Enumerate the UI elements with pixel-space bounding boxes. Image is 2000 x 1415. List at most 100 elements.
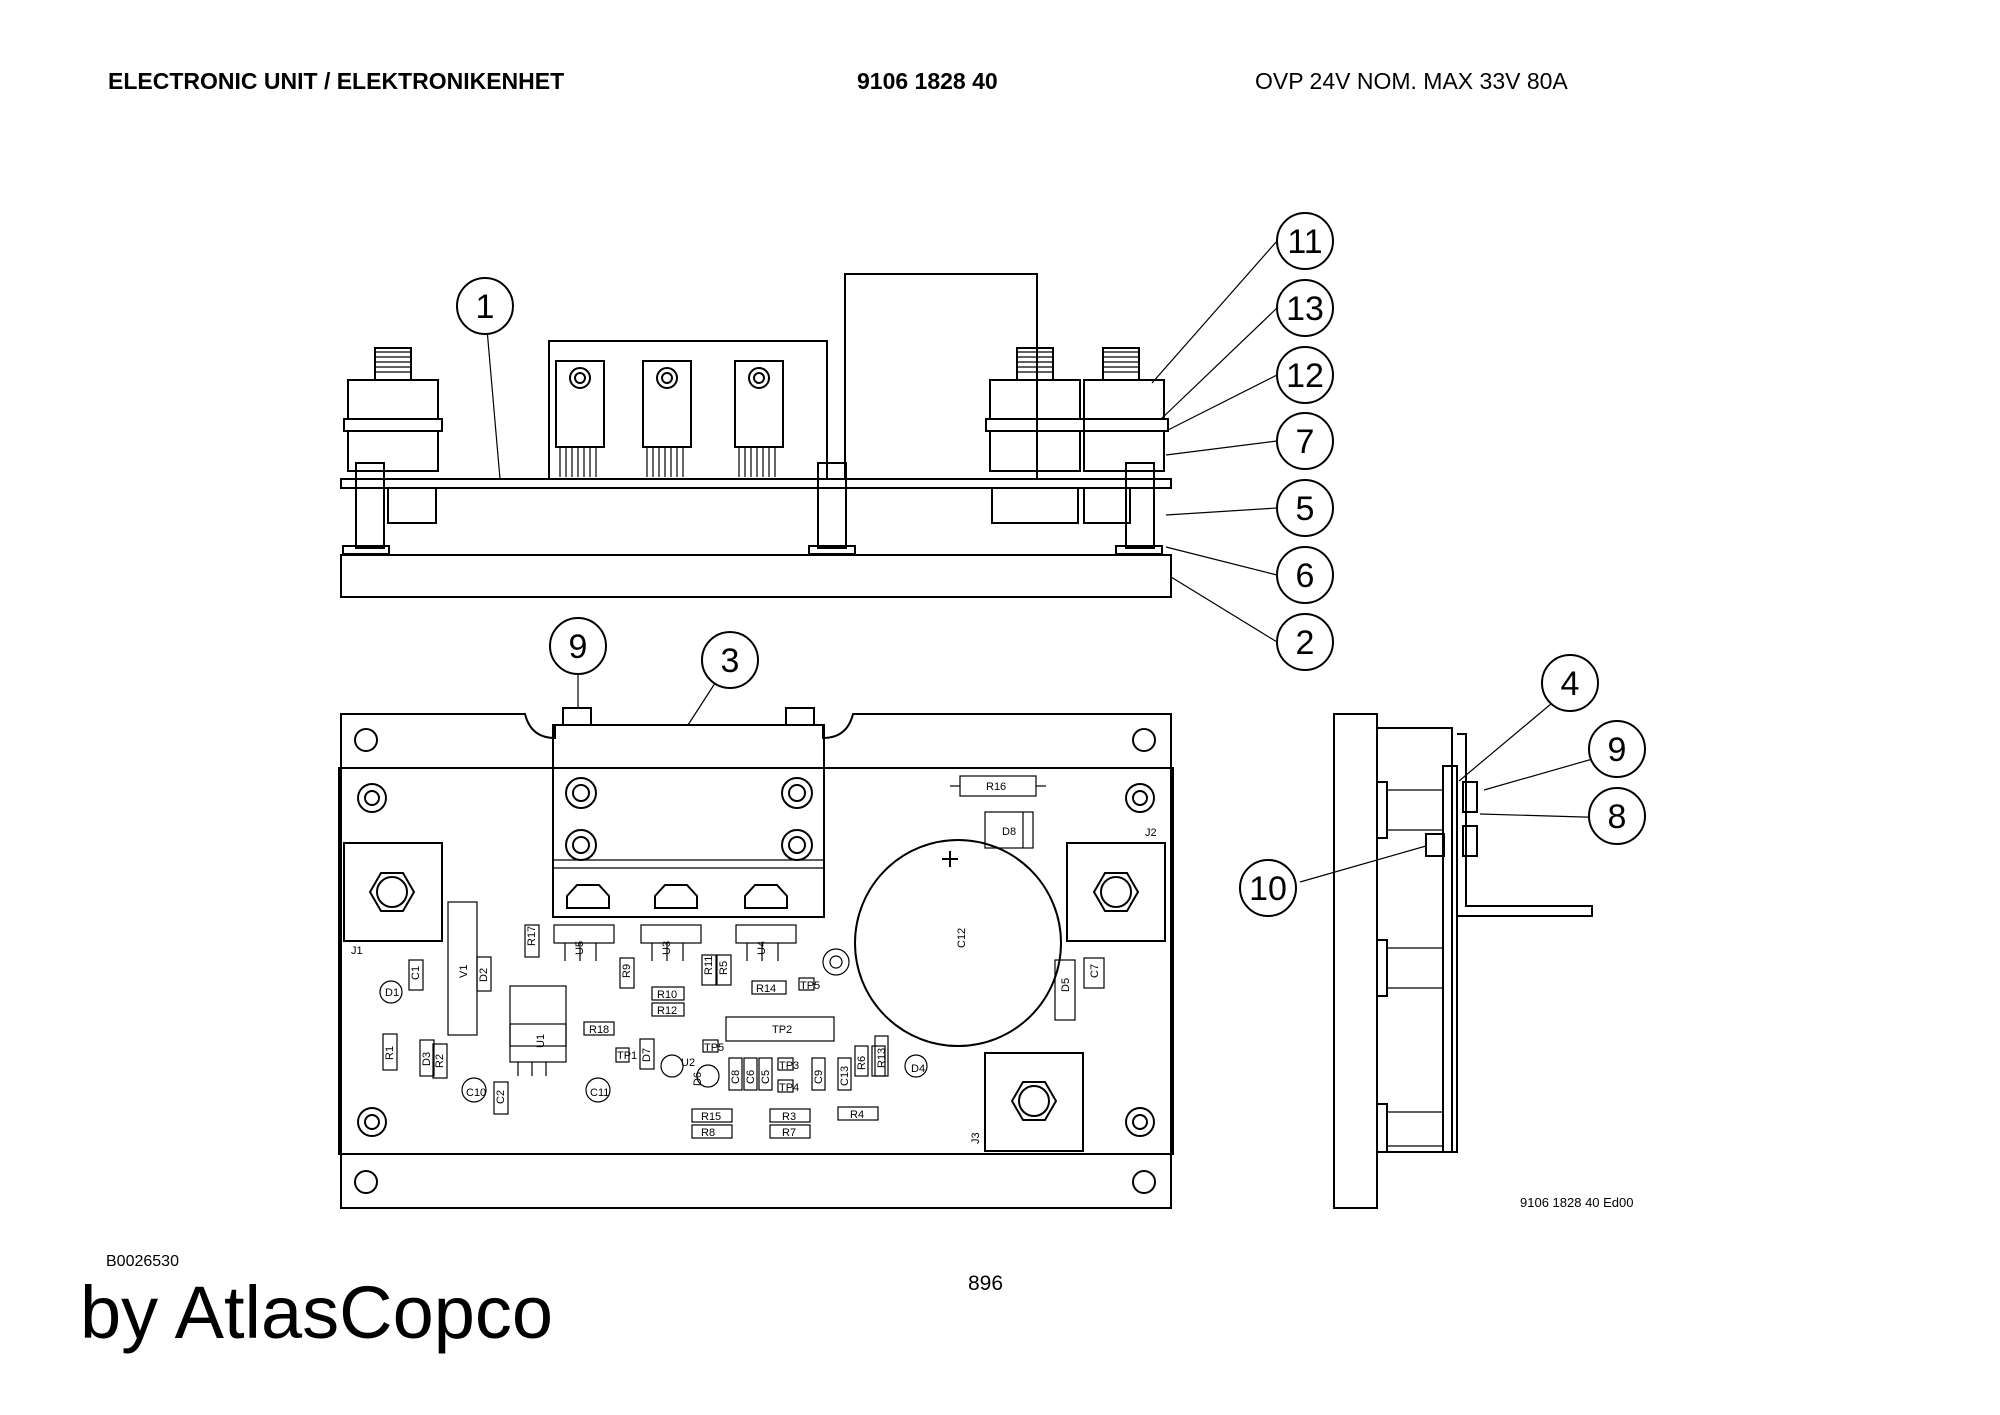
page-number: 896 — [968, 1272, 1004, 1295]
designator: D7 — [641, 1048, 653, 1062]
base-plate — [340, 554, 1172, 598]
callout-balloons: 1 11 13 12 7 5 6 2 9 3 4 9 8 10 — [456, 212, 1646, 917]
designator: R3 — [782, 1111, 796, 1123]
svg-text:11: 11 — [1287, 223, 1322, 261]
callout-9: 9 — [549, 617, 607, 675]
designator: R5 — [718, 961, 730, 975]
designator: C9 — [813, 1070, 825, 1084]
designator: R9 — [621, 964, 633, 978]
drawing-title: ELECTRONIC UNIT / ELEKTRONIKENHET — [108, 68, 565, 94]
designator: TP2 — [772, 1024, 792, 1036]
svg-text:2: 2 — [1296, 624, 1315, 662]
callout-1: 1 — [456, 277, 514, 335]
designator: TP3 — [779, 1060, 799, 1072]
svg-text:5: 5 — [1296, 490, 1315, 528]
svg-text:1: 1 — [476, 288, 495, 326]
component-outlines — [379, 775, 1105, 1139]
svg-text:9: 9 — [569, 628, 588, 666]
designator: D4 — [911, 1063, 925, 1075]
svg-text:7: 7 — [1296, 423, 1315, 461]
designator: C13 — [839, 1066, 851, 1086]
designator: C10 — [466, 1087, 486, 1099]
designator: R14 — [756, 983, 776, 995]
designator: C6 — [745, 1070, 757, 1084]
designator: R6 — [856, 1056, 868, 1070]
callout-4: 4 — [1541, 654, 1599, 712]
designator: J3 — [970, 1132, 982, 1144]
callout-8: 8 — [1588, 787, 1646, 845]
designator: D8 — [1002, 826, 1016, 838]
designator: D3 — [421, 1052, 433, 1066]
designator: R13 — [876, 1048, 888, 1068]
designator: C12 — [956, 928, 968, 948]
designator: R17 — [526, 926, 538, 946]
designator: D2 — [478, 968, 490, 982]
pcb-outline — [338, 767, 1174, 1155]
capacitor-c12 — [854, 839, 1062, 1047]
callout-12: 12 — [1276, 346, 1334, 404]
designator: J1 — [351, 945, 363, 957]
designator: R8 — [701, 1127, 715, 1139]
terminal-j2 — [1066, 842, 1166, 942]
callout-13: 13 — [1276, 279, 1334, 337]
callout-6: 6 — [1276, 546, 1334, 604]
designator: D5 — [1060, 978, 1072, 992]
designator: U3 — [661, 941, 673, 955]
leader-lines — [484, 240, 1618, 883]
svg-text:13: 13 — [1286, 290, 1324, 328]
designator: R7 — [782, 1127, 796, 1139]
svg-text:10: 10 — [1249, 870, 1287, 908]
terminal-bolt-left — [343, 347, 443, 524]
designator: U1 — [535, 1034, 547, 1048]
designator: TP5 — [704, 1042, 724, 1054]
designator: U5 — [574, 941, 586, 955]
terminal-bolt-right-a — [985, 347, 1085, 524]
plan-view — [338, 707, 1174, 1209]
designator: U4 — [756, 941, 768, 955]
designator: D1 — [385, 987, 399, 999]
designator: J2 — [1145, 827, 1157, 839]
callout-3: 3 — [701, 631, 759, 689]
document-number: B0026530 — [106, 1253, 179, 1270]
terminal-bolt-right-b — [1083, 347, 1169, 524]
designator: R2 — [434, 1054, 446, 1068]
designator: R11 — [703, 956, 715, 975]
transistor-row-side — [555, 360, 784, 477]
component-designators: J1 J2 J3 C12 R16 D8 D5 C7 V1 C1 D2 D1 R1… — [351, 781, 1157, 1144]
designator: R16 — [986, 781, 1006, 793]
end-base-plate — [1333, 713, 1378, 1209]
brand-footer: by AtlasCopco — [80, 1271, 554, 1354]
svg-text:4: 4 — [1561, 665, 1580, 703]
end-view — [1333, 713, 1593, 1209]
designator: R15 — [701, 1111, 721, 1123]
drawing-reference: 9106 1828 40 Ed00 — [1520, 1195, 1634, 1210]
svg-text:6: 6 — [1296, 557, 1315, 595]
part-number: 9106 1828 40 — [857, 68, 998, 94]
designator: R1 — [384, 1046, 396, 1060]
designator: C5 — [760, 1070, 772, 1084]
designator: V1 — [458, 965, 470, 978]
svg-text:9: 9 — [1608, 731, 1627, 769]
terminal-j3 — [984, 1052, 1084, 1152]
svg-text:8: 8 — [1608, 798, 1627, 836]
designator: D6 — [692, 1072, 704, 1086]
designator: R10 — [657, 989, 677, 1001]
designator: TP4 — [779, 1082, 799, 1094]
designator: TP1 — [617, 1050, 637, 1062]
designator: C2 — [495, 1090, 507, 1104]
heatsink-bracket — [552, 707, 825, 918]
callout-2: 2 — [1276, 613, 1334, 671]
designator: C1 — [410, 966, 422, 980]
designator: R18 — [589, 1024, 609, 1036]
designator: C11 — [590, 1087, 609, 1099]
designator: R4 — [850, 1109, 864, 1121]
designator: C8 — [730, 1070, 742, 1084]
base-plate-outline — [340, 713, 1172, 1209]
circuit-board — [340, 478, 1172, 489]
specification: OVP 24V NOM. MAX 33V 80A — [1255, 68, 1568, 94]
designator: U2 — [681, 1057, 695, 1069]
callout-11: 11 — [1276, 212, 1334, 270]
designator: R12 — [657, 1005, 677, 1017]
callout-10: 10 — [1239, 859, 1297, 917]
